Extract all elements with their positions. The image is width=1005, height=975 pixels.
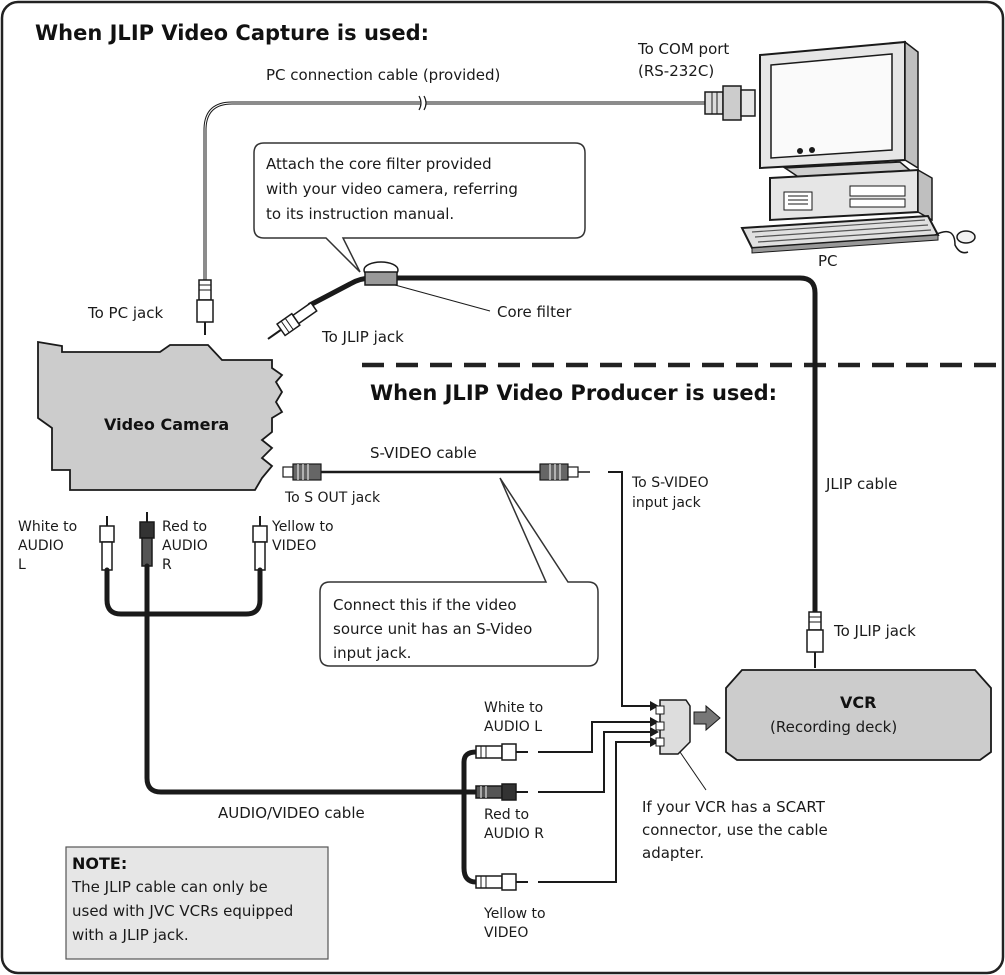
scart-note-line-2: connector, use the cable xyxy=(642,821,828,839)
svideo-callout-line-1: Connect this if the video xyxy=(333,596,517,614)
cable-break-mark xyxy=(418,95,427,111)
pc-jack-plug xyxy=(196,279,214,335)
rs232c-connector xyxy=(704,85,756,121)
video-camera-label: Video Camera xyxy=(104,415,229,434)
camera-white-label-2: AUDIO xyxy=(18,538,64,554)
svideo-cable-label: S-VIDEO cable xyxy=(370,444,477,462)
note-line-1: The JLIP cable can only be xyxy=(71,878,268,896)
av-cable-loop xyxy=(104,567,263,617)
vcr-red-label-1: Red to xyxy=(484,807,529,823)
camera-red-plug xyxy=(139,512,155,567)
jlip-cable-label: JLIP cable xyxy=(825,475,897,493)
capture-section-title: When JLIP Video Capture is used: xyxy=(35,21,429,45)
pc-mouse xyxy=(956,230,976,244)
camera-yellow-label-1: Yellow to xyxy=(271,519,334,535)
pc-illustration xyxy=(740,40,976,254)
vcr-label: VCR xyxy=(840,693,876,712)
core-filter-callout xyxy=(253,142,586,273)
pc-jack-label: To PC jack xyxy=(87,304,163,322)
svideo-arrow xyxy=(608,471,650,707)
vcr-deck xyxy=(725,669,992,761)
camera-yellow-label-2: VIDEO xyxy=(272,538,316,554)
vcr-red-plug xyxy=(475,783,528,801)
scart-note-line-1: If your VCR has a SCART xyxy=(642,798,826,816)
svideo-input-label-1: To S-VIDEO xyxy=(631,475,709,491)
svideo-out-jack-label: To S OUT jack xyxy=(284,490,381,506)
svideo-callout xyxy=(319,477,599,667)
vcr-white-label-2: AUDIO L xyxy=(484,719,542,735)
pc-label: PC xyxy=(818,252,838,270)
camera-red-label-3: R xyxy=(162,557,172,573)
vcr-white-label-1: White to xyxy=(484,700,543,716)
note-box xyxy=(65,846,329,960)
camera-red-label-2: AUDIO xyxy=(162,538,208,554)
vcr-red-label-2: AUDIO R xyxy=(484,826,544,842)
svideo-vcr-plug xyxy=(539,463,590,481)
vcr-sublabel: (Recording deck) xyxy=(770,718,897,736)
jlip-camera-jack-label: To JLIP jack xyxy=(321,328,404,346)
scart-arrow-icon xyxy=(693,704,721,732)
core-filter-callout-line-2: with your video camera, referring xyxy=(266,180,518,198)
jlip-vcr-plug xyxy=(806,611,824,668)
camera-red-label-1: Red to xyxy=(162,519,207,535)
scart-adapter xyxy=(655,699,721,755)
svideo-camera-plug xyxy=(282,463,322,481)
svideo-callout-line-3: input jack. xyxy=(333,644,411,662)
scart-note-line-3: adapter. xyxy=(642,844,704,862)
av-cable-label: AUDIO/VIDEO cable xyxy=(218,804,365,822)
rca-arrows xyxy=(538,717,659,883)
video-camera xyxy=(37,340,284,491)
com-port-label-2: (RS-232C) xyxy=(638,62,714,80)
jlip-camera-plug xyxy=(267,301,318,340)
av-cable xyxy=(144,563,479,795)
camera-white-label-1: White to xyxy=(18,519,77,535)
core-filter-callout-line-1: Attach the core filter provided xyxy=(266,155,492,173)
pc-screen xyxy=(770,53,893,159)
core-filter-callout-line-3: to its instruction manual. xyxy=(266,205,454,223)
note-line-2: used with JVC VCRs equipped xyxy=(72,902,293,920)
svideo-callout-line-2: source unit has an S-Video xyxy=(333,620,532,638)
com-port-label-1: To COM port xyxy=(637,40,729,58)
producer-section-title: When JLIP Video Producer is used: xyxy=(370,381,777,405)
note-line-3: with a JLIP jack. xyxy=(72,926,189,944)
jlip-vcr-jack-label: To JLIP jack xyxy=(833,622,916,640)
pc-cable-label: PC connection cable (provided) xyxy=(266,66,500,84)
core-filter xyxy=(363,261,399,286)
note-title: NOTE: xyxy=(72,854,127,873)
core-filter-label: Core filter xyxy=(497,303,572,321)
vcr-yellow-label-2: VIDEO xyxy=(484,925,528,941)
svideo-input-label-2: input jack xyxy=(632,495,702,511)
vcr-white-plug xyxy=(475,743,528,761)
camera-white-label-3: L xyxy=(18,557,26,573)
av-cable-yellow-branch xyxy=(461,789,479,885)
jlip-cable xyxy=(307,275,818,618)
vcr-yellow-label-1: Yellow to xyxy=(483,906,546,922)
vcr-yellow-plug xyxy=(475,873,528,891)
